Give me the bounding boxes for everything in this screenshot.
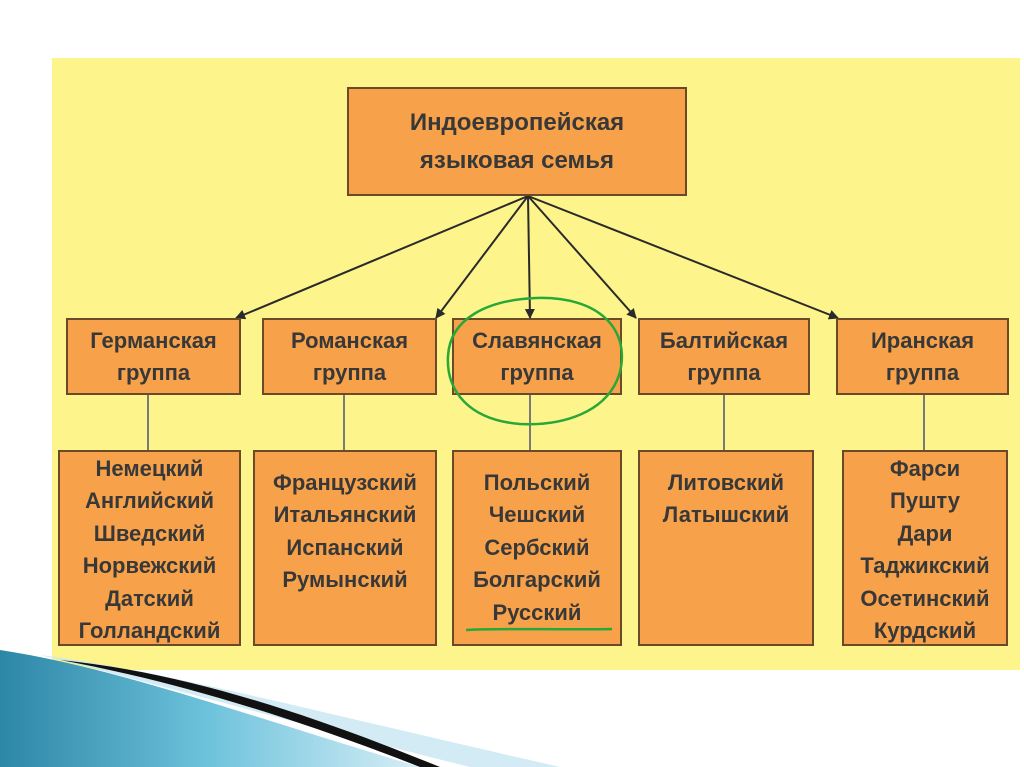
- group-romance: Романская группа: [262, 318, 437, 395]
- group-romance-line1: Романская: [290, 327, 409, 353]
- languages-slavic: Польский Чешский Сербский Болгарский Рус…: [452, 450, 622, 646]
- languages-germanic: Немецкий Английский Шведский Норвежский …: [58, 450, 241, 646]
- group-slavic-line1: Славянская: [472, 327, 602, 353]
- group-germanic-line1: Германская: [90, 327, 217, 353]
- language-item: Чешский: [488, 502, 586, 528]
- group-baltic: Балтийская группа: [638, 318, 810, 395]
- language-item: Испанский: [286, 534, 404, 560]
- group-iranian-line2: группа: [885, 359, 960, 385]
- language-item: Дари: [897, 520, 953, 546]
- language-item: Датский: [105, 585, 194, 611]
- language-item: Таджикский: [860, 553, 990, 579]
- root-node: Индоевропейская языковая семья: [347, 87, 687, 196]
- language-item: Норвежский: [82, 553, 217, 579]
- language-item: Английский: [84, 488, 215, 514]
- language-item: Немецкий: [95, 456, 204, 481]
- language-item: Латышский: [662, 502, 790, 528]
- arrow-to-romance: [435, 195, 529, 319]
- group-romance-line2: группа: [312, 359, 387, 385]
- language-item: Шведский: [93, 520, 206, 546]
- arrow-to-germanic: [235, 195, 529, 320]
- root-title-line1: Индоевропейская: [409, 108, 625, 136]
- languages-romance: Французский Итальянский Испанский Румынс…: [253, 450, 437, 646]
- group-slavic: Славянская группа: [452, 318, 622, 395]
- language-item: Литовский: [667, 470, 785, 495]
- arrow-to-iranian: [527, 195, 839, 320]
- arrow-to-baltic: [527, 195, 637, 319]
- group-germanic-line2: группа: [116, 359, 191, 385]
- group-germanic: Германская группа: [66, 318, 241, 395]
- group-iranian-line1: Иранская: [870, 327, 975, 353]
- languages-iranian: Фарси Пушту Дари Таджикский Осетинский К…: [842, 450, 1008, 646]
- language-item: Фарси: [889, 456, 961, 481]
- language-item: Осетинский: [860, 585, 990, 611]
- language-item: Голландский: [78, 618, 221, 644]
- language-item: Курдский: [873, 618, 977, 644]
- highlight-circle: [446, 296, 624, 426]
- language-item: Сербский: [484, 534, 590, 560]
- language-item: Болгарский: [473, 567, 601, 593]
- highlight-underline: [465, 627, 613, 632]
- group-iranian: Иранская группа: [836, 318, 1009, 395]
- language-item: Французский: [273, 470, 417, 495]
- language-item: Итальянский: [273, 502, 417, 528]
- group-slavic-line2: группа: [500, 359, 574, 385]
- languages-baltic: Литовский Латышский: [638, 450, 814, 646]
- language-item: Румынский: [282, 567, 408, 593]
- group-baltic-line1: Балтийская: [659, 327, 789, 353]
- language-item: Польский: [483, 470, 591, 495]
- language-item-highlighted: Русский: [492, 599, 582, 625]
- group-baltic-line2: группа: [687, 359, 761, 385]
- language-item: Пушту: [890, 488, 960, 514]
- root-title-line2: языковая семья: [419, 146, 615, 174]
